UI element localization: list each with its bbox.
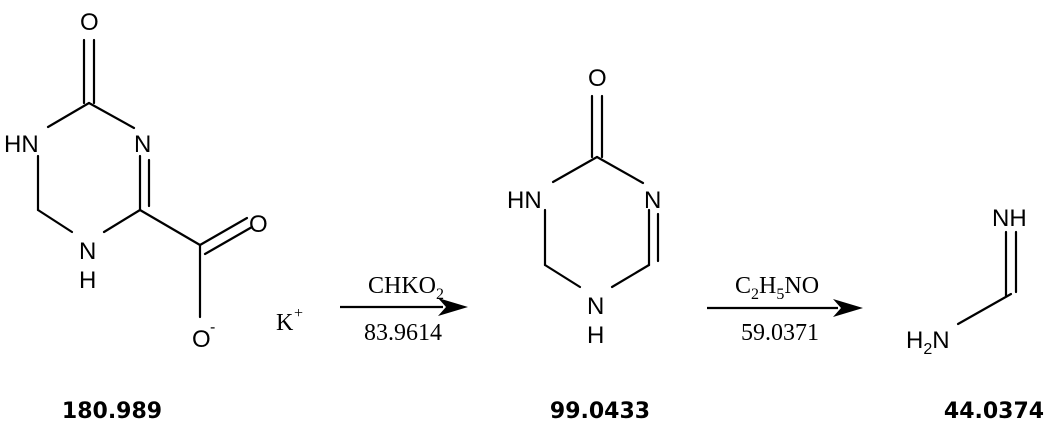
m1-bond-c-cooh (138, 208, 202, 247)
m2-atom-n-right: N (644, 187, 661, 214)
arrow-1-formula: CHKO2 (368, 273, 444, 303)
arrow-1: CHKO2 83.9614 (340, 273, 468, 346)
m2-atom-hn: HN (507, 187, 542, 214)
m1-atom-o-acid: O (249, 211, 268, 238)
m1-bond-ch2-nh (36, 208, 74, 234)
m1-bond-c-n (87, 101, 136, 130)
m1-bond-co-acid-b (203, 225, 254, 256)
m3-mass-label: 44.0374 (944, 399, 1044, 424)
m1-mass-label: 180.989 (62, 399, 162, 424)
m3-atom-h2n: H2N (906, 327, 950, 358)
m2-atom-o-top: O (588, 65, 607, 92)
m1-atom-o-top: O (80, 9, 99, 36)
molecule-1: O HN N N H O O - 180.989 (4, 9, 268, 424)
m1-atom-n-right: N (134, 131, 151, 158)
m1-bond-c-hn (46, 101, 91, 129)
arrow-2-formula: C2H5NO (735, 273, 819, 303)
m3-bond-c-nh2 (956, 292, 1013, 326)
m1-atom-h-bottom: H (79, 267, 96, 294)
potassium-charge: + (294, 305, 303, 322)
m3-atom-nh: NH (992, 205, 1027, 232)
m1-negative-charge: - (210, 319, 215, 336)
arrow-1-head (438, 298, 468, 316)
m2-atom-h-bottom: H (587, 322, 604, 349)
counter-ion: K + (276, 305, 303, 336)
m2-bond-c-hn (551, 155, 599, 184)
m2-bond-c-n (595, 155, 645, 185)
m1-bond-nh-c (102, 208, 142, 234)
m1-atom-o-minus: O (192, 326, 211, 353)
m2-bond-nh-ch (610, 263, 651, 289)
molecule-3: NH H2N 44.0374 (906, 205, 1044, 424)
m2-atom-n-bottom: N (587, 293, 604, 320)
arrow-2: C2H5NO 59.0371 (707, 273, 863, 346)
arrow-2-head (833, 299, 863, 317)
m1-atom-hn: HN (4, 131, 39, 158)
m1-atom-n-bottom: N (79, 238, 96, 265)
potassium-symbol: K (276, 310, 294, 336)
arrow-2-mass: 59.0371 (741, 320, 819, 346)
molecule-2: O HN N N H 99.0433 (507, 65, 661, 424)
arrow-1-mass: 83.9614 (364, 320, 442, 346)
m2-bond-ch2-nh (543, 263, 582, 289)
m2-mass-label: 99.0433 (550, 399, 650, 424)
m1-bond-co-acid-a (198, 216, 249, 247)
